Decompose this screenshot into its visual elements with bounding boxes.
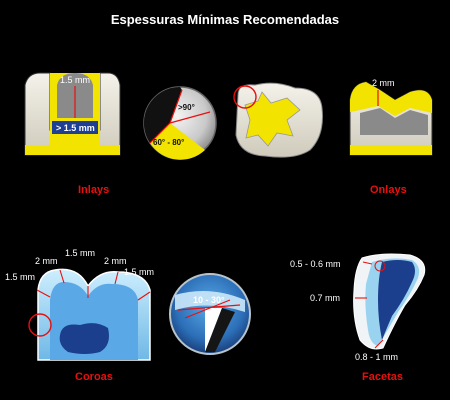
crown-left-cusp-label: 2 mm	[35, 256, 58, 266]
veneer-cross-section	[353, 253, 426, 350]
page-title: Espessuras Mínimas Recomendadas	[111, 12, 339, 27]
section-label-inlays: Inlays	[78, 184, 109, 196]
crown-angle-label: 10 - 30°	[193, 295, 225, 305]
onlay-thickness-label: 2 mm	[372, 78, 395, 88]
onlay-cross-section	[349, 81, 433, 156]
section-label-facetas: Facetas	[362, 371, 403, 383]
crown-cross-section	[28, 268, 151, 361]
inlay-angle-magnifier	[143, 86, 217, 160]
section-label-coroas: Coroas	[75, 371, 113, 383]
crown-right-shoulder-label: 1.5 mm	[124, 267, 154, 277]
crown-left-shoulder-label: 1.5 mm	[5, 272, 35, 282]
inlay-occlusal-view	[233, 82, 323, 158]
inlay-cross-section	[24, 72, 121, 156]
veneer-incisal-label: 0.5 - 0.6 mm	[290, 259, 341, 269]
inlay-depth-label: 1.5 mm	[60, 75, 90, 85]
veneer-cervical-label: 0.8 - 1 mm	[355, 352, 398, 362]
section-label-onlays: Onlays	[370, 184, 407, 196]
veneer-middle-label: 0.7 mm	[310, 293, 340, 303]
crown-angle-magnifier	[169, 273, 251, 355]
crown-right-cusp-label: 2 mm	[104, 256, 127, 266]
crown-center-label: 1.5 mm	[65, 248, 95, 258]
inlay-width-label: > 1.5 mm	[56, 123, 95, 133]
inlay-angle-range-label: 60° - 80°	[153, 138, 184, 147]
inlay-angle-obtuse-label: >90°	[178, 103, 195, 112]
